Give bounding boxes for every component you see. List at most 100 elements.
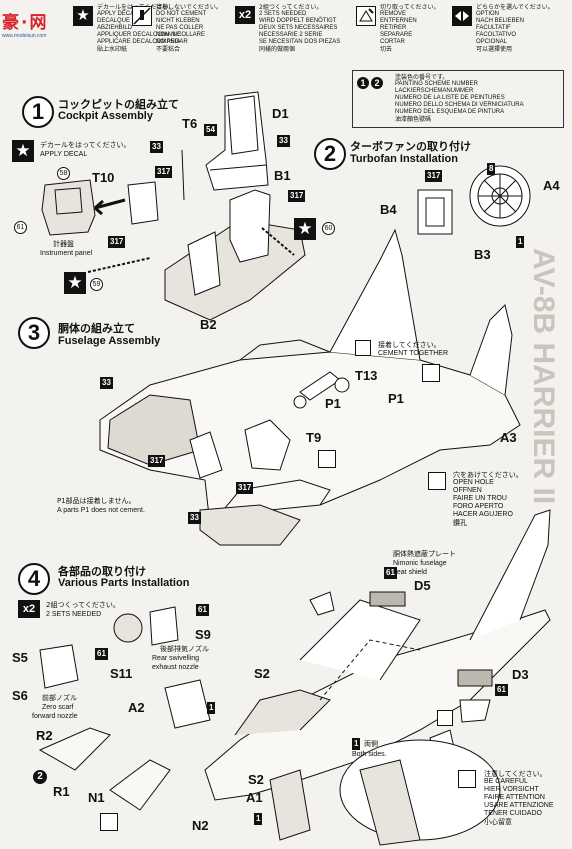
paint-tag-54: 54: [204, 124, 217, 136]
step-4-x2-jp: 2組つくってください。: [46, 601, 120, 609]
legend-option-line: FACULTATIF: [476, 25, 511, 31]
both-sides: Both sides.: [352, 751, 387, 758]
part-a3: A3: [500, 430, 517, 445]
paint-tag-1: 1: [254, 813, 263, 825]
legend-remove-line: REMOVE: [380, 11, 407, 17]
decal-star-icon: ★: [64, 272, 86, 294]
part-r2: R2: [36, 728, 53, 743]
option-arrows-icon: [452, 6, 472, 26]
step-3-title: Fuselage Assembly: [58, 335, 161, 347]
be-careful-line: BE CAREFUL: [484, 778, 528, 785]
step-1-number: 1: [22, 96, 54, 128]
paint-tag-33: 33: [150, 141, 163, 153]
forward-nozzle-line: Zero scarf: [42, 704, 74, 711]
legend-remove-line: ENTFERNEN: [380, 18, 417, 24]
step-3-number: 3: [18, 317, 50, 349]
legend-x2-line: 同樣的做兩個: [259, 46, 296, 53]
part-n1: N1: [88, 790, 105, 805]
legend-decal-line: APPLICARE DECALCOMANIA: [97, 39, 181, 45]
paint-tag-1: 1: [516, 236, 525, 248]
decal-star-icon: ★: [73, 6, 93, 26]
legend-x2-jp: 2組つくってください。: [259, 4, 323, 11]
paint-line: NUMERO DELLO SCHEMA DI VERNICIATURA: [395, 102, 524, 108]
be-careful-line: FAIRE ATTENTION: [484, 794, 545, 801]
legend-bar: ★ デカールをはってください。 APPLY DECAL DECALQUE ABZ…: [0, 0, 572, 72]
logo-url: www.modelsun.com: [2, 33, 47, 39]
legend-remove-jp: 切り取ってください。: [380, 4, 440, 11]
step-3-cement-jp: 接着してください。: [378, 341, 441, 349]
legend-nocement-line: DO NOT CEMENT: [156, 11, 207, 17]
be-careful-legend: 注意してください。 BE CAREFUL HIER VORSICHT FAIRE…: [484, 770, 554, 826]
step-4-title-jp: 各部品の取り付け: [58, 565, 146, 578]
open-hole-line: 鑽孔: [453, 519, 467, 527]
paint-tag-8: 8: [487, 163, 496, 175]
step-2-number: 2: [314, 138, 346, 170]
legend-nocement-line: NO PEGAR: [156, 39, 188, 45]
legend-option-line: FACOLTATIVO: [476, 32, 517, 38]
part-t13: T13: [355, 368, 378, 383]
step-1-apply-jp: デカールをはってください。: [40, 141, 131, 149]
legend-remove-line: CORTAR: [380, 39, 405, 45]
legend-remove-line: 切去: [380, 46, 393, 53]
legend-option-line: OPCIONAL: [476, 39, 508, 45]
decal-number-59: 59: [90, 278, 103, 291]
p1-note: A parts P1 does not cement.: [57, 507, 145, 514]
paint-tag-33: 33: [188, 512, 201, 524]
paint-tag-317: 317: [236, 482, 254, 494]
part-p1: P1: [388, 391, 404, 406]
legend-nocement-line: 不要粘合: [156, 46, 181, 53]
legend-option-line: 可以選擇使用: [476, 46, 513, 53]
legend-nocement-line: NE PAS COLLER: [156, 25, 204, 31]
paint-line: PAINTING SCHEME NUMBER: [395, 81, 478, 87]
part-t6: T6: [182, 116, 198, 131]
caution-icon: [458, 770, 476, 788]
paint-tag-317: 317: [425, 170, 443, 182]
legend-decal-line: DECALQUE: [97, 18, 131, 24]
paint-scheme-box: 1 2 塗装色の番号です。 PAINTING SCHEME NUMBER LAC…: [352, 70, 564, 128]
paint-tag-317: 317: [108, 236, 126, 248]
step-4-title: Various Parts Installation: [58, 577, 190, 589]
rear-nozzle-line: exhaust nozzle: [152, 664, 199, 671]
step-2-title-jp: ターボファンの取り付け: [350, 140, 471, 153]
step-3-cement: CEMENT TOGETHER: [378, 350, 449, 357]
part-a4: A4: [543, 178, 560, 193]
rear-nozzle-line: Rear swivelling: [152, 655, 200, 662]
paint-line: NUMERO DEL ESQUEMA DE PINTURA: [395, 109, 505, 115]
paint-tag-317: 317: [288, 190, 306, 202]
part-p1: P1: [325, 396, 341, 411]
part-d3: D3: [512, 667, 529, 682]
drill-hole-icon: [318, 450, 336, 468]
decal-number-61: 61: [14, 221, 27, 234]
drill-hole-icon: [422, 364, 440, 382]
part-s6: S6: [12, 688, 28, 703]
paint-line: LACKIERSCHEMANUMMER: [395, 88, 474, 94]
legend-nocement-jp: 接着しないでください。: [156, 4, 222, 11]
paint-line: NUMERO DE LA LISTE DE PEINTURES: [395, 95, 505, 101]
legend-x2-line: WIRD DOPPELT BENÖTIGT: [259, 18, 337, 24]
p1-note-jp: P1部品は接着しません。: [57, 497, 136, 505]
open-hole-line: FORO APERTO: [453, 503, 504, 510]
step-3-title-jp: 胴体の組み立て: [58, 322, 135, 335]
part-r1: R1: [53, 784, 70, 799]
legend-decal-line: APPLY DECAL: [97, 11, 138, 17]
be-careful-line: HIER VORSICHT: [484, 786, 539, 793]
instrument-panel-jp: 計器盤: [53, 240, 74, 248]
legend-nocement-line: NICHT KLEBEN: [156, 18, 200, 24]
part-s2: S2: [254, 666, 270, 681]
legend-option-jp: どちらかを選んでください。: [476, 4, 554, 11]
heat-shield-jp: 胴体熱遮蔽プレート: [393, 550, 456, 558]
heat-shield-line: heat shield: [393, 569, 427, 576]
legend-x2-line: 2 SETS NEEDED: [259, 11, 307, 17]
both-sides-jp: 両側: [364, 740, 378, 748]
drill-hole-icon: [428, 472, 446, 490]
legend-x2: 2組つくってください。 2 SETS NEEDED WIRD DOPPELT B…: [259, 4, 340, 53]
open-hole-line: HACER AGUJERO: [453, 511, 513, 518]
paint-tag-61: 61: [384, 567, 397, 579]
be-careful-jp: 注意してください。: [484, 770, 547, 778]
paint-tag-1: 1: [207, 702, 216, 714]
be-careful-line: USARE ATTENZIONE: [484, 802, 554, 809]
legend-remove: 切り取ってください。 REMOVE ENTFERNEN RETIRER SEPA…: [380, 4, 440, 53]
no-cement-icon: [100, 813, 118, 831]
be-careful-line: TENER CUIDADO: [484, 810, 542, 817]
